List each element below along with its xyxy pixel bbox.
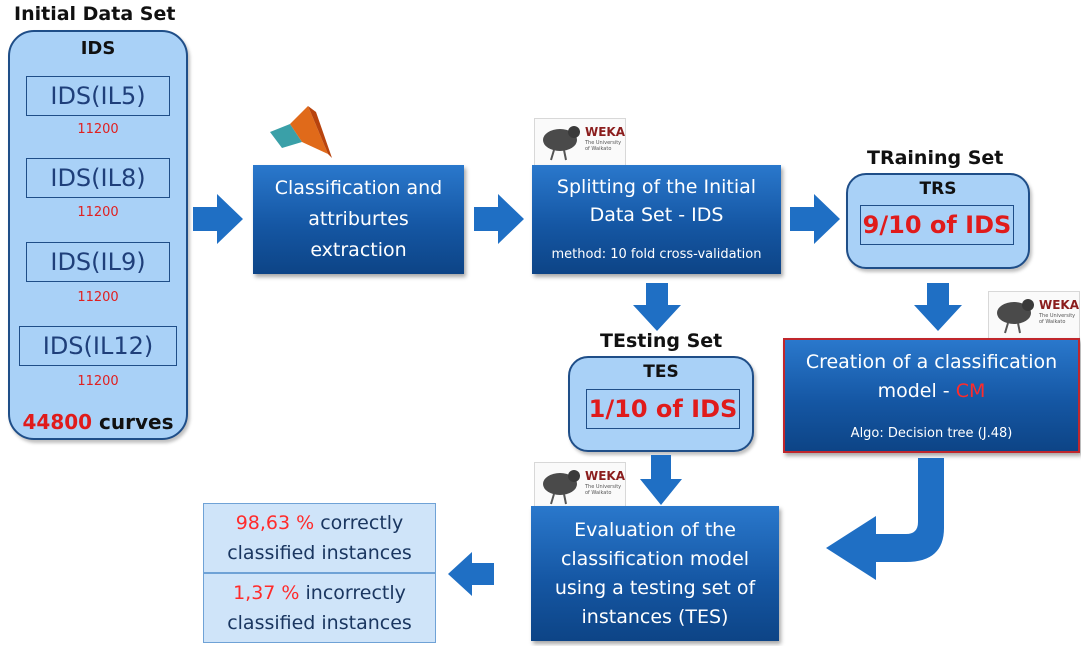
left-arrow-icon bbox=[448, 552, 494, 596]
correct-label-line2: classified instances bbox=[227, 542, 412, 564]
weka-subtext: The University of Waikato bbox=[1039, 313, 1076, 325]
splitting-box-title: Splitting of the Initial Data Set - IDS bbox=[556, 176, 757, 226]
ids-subset-count: 11200 bbox=[77, 290, 119, 305]
creation-box-text: Creation of a classification model - bbox=[805, 351, 1058, 402]
incorrect-result: 1,37 % incorrectly classified instances bbox=[203, 573, 436, 643]
trs-label: TRS bbox=[919, 179, 957, 199]
training-set-title: TRaining Set bbox=[867, 147, 1004, 169]
testing-set-title: TEsting Set bbox=[600, 330, 723, 352]
ids-label: IDS bbox=[80, 38, 116, 59]
trs-value: 9/10 of IDS bbox=[860, 205, 1014, 245]
weka-logo: WEKA The University of Waikato bbox=[534, 118, 626, 166]
ids-total: 44800 curves bbox=[10, 410, 186, 434]
training-set-box: TRS 9/10 of IDS bbox=[846, 173, 1030, 269]
correct-percent: 98,63 % bbox=[235, 512, 315, 534]
splitting-box: Splitting of the Initial Data Set - IDS … bbox=[532, 165, 781, 274]
classification-box-text: Classification and attriburtes extractio… bbox=[274, 177, 443, 261]
weka-bird-icon bbox=[543, 470, 580, 505]
tes-label: TES bbox=[643, 362, 679, 382]
matlab-logo-icon bbox=[270, 106, 332, 158]
results-panel: 98,63 % correctly classified instances 1… bbox=[203, 503, 438, 645]
correct-result: 98,63 % correctly classified instances bbox=[203, 503, 436, 573]
ids-subset-count: 11200 bbox=[77, 205, 119, 220]
ids-subset-box: IDS(IL5) bbox=[26, 76, 170, 116]
weka-logo: WEKA The University of Waikato bbox=[534, 462, 626, 510]
right-arrow-icon bbox=[790, 194, 840, 244]
ids-subset-count: 11200 bbox=[77, 122, 119, 137]
evaluation-box: Evaluation of the classification model u… bbox=[531, 506, 779, 641]
correct-label: correctly bbox=[320, 512, 404, 534]
weka-text: WEKA bbox=[1039, 298, 1080, 312]
ids-total-number: 44800 bbox=[22, 410, 93, 434]
weka-subtext: The University of Waikato bbox=[585, 140, 622, 152]
down-arrow-icon bbox=[640, 455, 682, 505]
testing-set-box: TES 1/10 of IDS bbox=[568, 356, 754, 452]
right-arrow-icon bbox=[193, 194, 243, 244]
initial-data-set-title: Initial Data Set bbox=[14, 3, 176, 25]
weka-logo: WEKA The University of Waikato bbox=[988, 291, 1080, 339]
incorrect-label-line2: classified instances bbox=[227, 612, 412, 634]
down-arrow-icon bbox=[633, 283, 681, 331]
ids-total-unit: curves bbox=[99, 410, 174, 434]
weka-bird-icon bbox=[997, 299, 1034, 334]
ids-subset-box: IDS(IL12) bbox=[19, 326, 177, 366]
incorrect-label: incorrectly bbox=[305, 582, 406, 604]
ids-subset-box: IDS(IL9) bbox=[26, 242, 170, 282]
weka-text: WEKA bbox=[585, 469, 626, 483]
down-arrow-icon bbox=[914, 283, 962, 331]
creation-algo: Algo: Decision tree (J.48) bbox=[850, 426, 1013, 441]
weka-subtext: The University of Waikato bbox=[585, 484, 622, 496]
weka-bird-icon bbox=[543, 126, 580, 161]
curved-arrow-icon bbox=[826, 458, 944, 580]
creation-box-highlight: CM bbox=[955, 380, 986, 402]
ids-subset-box: IDS(IL8) bbox=[26, 158, 170, 198]
ids-panel: IDS IDS(IL5) 11200 IDS(IL8) 11200 IDS(IL… bbox=[8, 30, 188, 440]
tes-value: 1/10 of IDS bbox=[586, 389, 740, 429]
classification-box: Classification and attriburtes extractio… bbox=[253, 165, 464, 274]
weka-text: WEKA bbox=[585, 125, 626, 139]
right-arrow-icon bbox=[474, 194, 524, 244]
splitting-method: method: 10 fold cross-validation bbox=[551, 247, 762, 262]
evaluation-box-text: Evaluation of the classification model u… bbox=[554, 518, 756, 628]
ids-subset-count: 11200 bbox=[77, 374, 119, 389]
incorrect-percent: 1,37 % bbox=[233, 582, 300, 604]
creation-box-title: Creation of a classification model - CM bbox=[795, 348, 1068, 406]
creation-box: Creation of a classification model - CM … bbox=[783, 338, 1080, 453]
